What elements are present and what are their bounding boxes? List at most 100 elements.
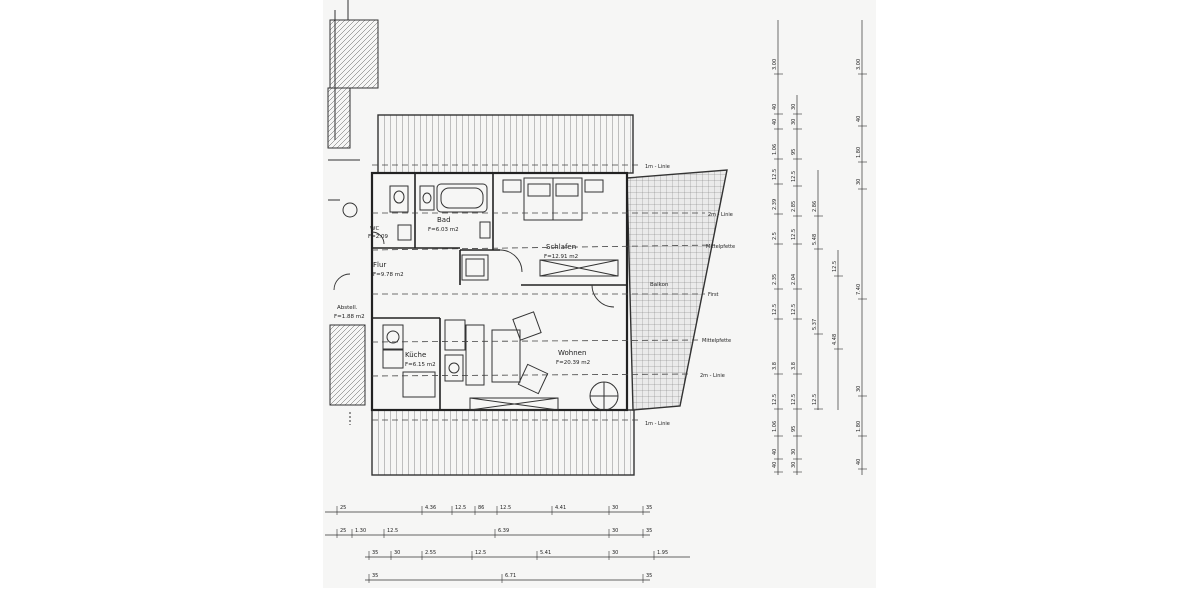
dimension-label: 3.8 [772, 362, 778, 370]
room-name-balkon: Balkon [650, 282, 669, 288]
room-area-schlafen: F=12.91 m2 [544, 254, 578, 260]
dimension-label: 2.85 [791, 201, 797, 212]
dimension-label: 12.5 [500, 505, 511, 511]
note-mittelpfette-top: Mittelpfette [706, 244, 735, 250]
dimension-label: 30 [394, 550, 400, 556]
room-name-kueche: Küche [405, 351, 426, 359]
dimension-label: 12.5 [455, 505, 466, 511]
note-2m-line-bottom: 2m - Linie [700, 373, 725, 379]
left-stair [327, 0, 379, 425]
dimension-label: 5.37 [812, 319, 818, 330]
dimension-label: 12.5 [791, 229, 797, 240]
dimension-label: 12.5 [791, 171, 797, 182]
dimension-label: 30 [856, 386, 862, 392]
dimension-label: 30 [791, 462, 797, 468]
room-area-kueche: F=6.15 m2 [405, 362, 436, 368]
dimension-label: 12.5 [772, 169, 778, 180]
note-2m-line-top: 2m - Linie [708, 212, 733, 218]
dimension-label: 1.95 [657, 550, 668, 556]
dimension-label: 1.30 [355, 528, 366, 534]
dimension-label: 4.36 [425, 505, 436, 511]
room-name-wc: WC [370, 226, 379, 232]
dimension-label: 1.80 [856, 147, 862, 158]
dimension-label: 40 [772, 462, 778, 468]
bottom-dimension-lines [325, 511, 690, 581]
bottom-dimensions: 25 4.36 12.5 86 12.5 4.41 30 35 25 1.30 12.5 6.39 30… [336, 505, 668, 583]
dimension-label: 2.5 [772, 232, 778, 240]
dimension-label: 7.40 [856, 284, 862, 295]
dimension-label: 30 [612, 528, 618, 534]
dimension-label: 95 [791, 149, 797, 155]
room-area-wohnen: F=20.39 m2 [556, 360, 590, 366]
dimension-label: 4.48 [832, 334, 838, 345]
dimension-label: 6.71 [505, 573, 516, 579]
dimension-label: 35 [646, 528, 652, 534]
dimension-label: 95 [791, 426, 797, 432]
dimension-label: 6.39 [498, 528, 509, 534]
dimension-label: 35 [372, 550, 378, 556]
dimension-label: 2.86 [812, 201, 818, 212]
dimension-label: 25 [340, 505, 346, 511]
balcony [626, 169, 728, 411]
note-1m-line-bottom: 1m - Linie [645, 421, 670, 427]
dimension-label: 1.06 [772, 421, 778, 432]
dimension-label: 30 [856, 179, 862, 185]
dimension-label: 30 [612, 505, 618, 511]
room-name-bad: Bad [437, 216, 451, 224]
dimension-label: 5.48 [812, 234, 818, 245]
dimension-label: 86 [478, 505, 484, 511]
dimension-label: 35 [372, 573, 378, 579]
dimension-label: 4.41 [555, 505, 566, 511]
dimension-label: 3.00 [856, 59, 862, 70]
dimension-label: 40 [856, 116, 862, 122]
dimension-label: 30 [791, 119, 797, 125]
room-area-bad: F=6.03 m2 [428, 227, 459, 233]
dimension-label: 3.8 [791, 362, 797, 370]
note-1m-line-top: 1m - Linie [645, 164, 670, 170]
dimension-label: 40 [772, 104, 778, 110]
room-name-abstell: Abstell. [337, 305, 358, 311]
room-name-schlafen: Schlafen [546, 243, 576, 251]
note-first: First [708, 292, 719, 298]
dimension-label: 2.04 [791, 274, 797, 285]
door-swings [333, 231, 615, 308]
dimension-label: 30 [791, 104, 797, 110]
dimension-label: 12.5 [772, 304, 778, 315]
roof-lines [371, 164, 716, 421]
dimension-label: 30 [612, 550, 618, 556]
note-mittelpfette-bottom: Mittelpfette [702, 338, 731, 344]
dimension-label: 12.5 [791, 304, 797, 315]
dimension-label: 1.06 [772, 144, 778, 155]
dimension-label: 12.5 [812, 394, 818, 405]
right-dimension-lines [777, 20, 863, 475]
room-name-wohnen: Wohnen [558, 349, 586, 357]
dimension-label: 40 [856, 459, 862, 465]
dimension-label: 12.5 [791, 394, 797, 405]
roof-top [377, 114, 634, 174]
interior-walls [371, 173, 627, 410]
room-name-flur: Flur [373, 261, 386, 269]
roof-bottom [371, 409, 635, 476]
dimension-label: 40 [772, 119, 778, 125]
room-area-flur: F=9.78 m2 [373, 272, 404, 278]
dimension-label: 3.00 [772, 59, 778, 70]
dimension-label: 30 [791, 449, 797, 455]
dimension-label: 35 [646, 505, 652, 511]
dimension-label: 2.39 [772, 199, 778, 210]
dimension-label: 12.5 [832, 261, 838, 272]
dimension-label: 12.5 [772, 394, 778, 405]
dimension-label: 25 [340, 528, 346, 534]
dimension-label: 12.5 [387, 528, 398, 534]
outer-walls [370, 171, 629, 412]
dimension-label: 2.55 [425, 550, 436, 556]
dimension-label: 2.35 [772, 274, 778, 285]
dimension-label: 40 [772, 449, 778, 455]
dimension-label: 1.80 [856, 421, 862, 432]
dimension-label: 12.5 [475, 550, 486, 556]
dimension-label: 35 [646, 573, 652, 579]
dimension-label: 5.41 [540, 550, 551, 556]
room-area-abstell: F=1.88 m2 [334, 314, 365, 320]
right-dimensions: 3.00 40 40 1.06 12.5 2.39 2.5 2.35 12.5 3.8 12.5 1.… [772, 59, 867, 473]
room-area-wc: F=2.09 [368, 234, 389, 240]
